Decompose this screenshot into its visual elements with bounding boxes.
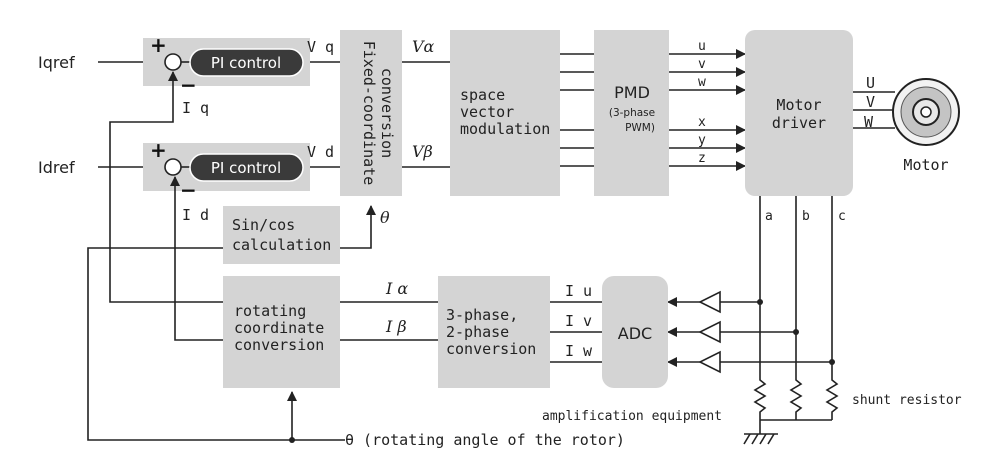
phase-conversion-block: [438, 276, 550, 388]
pwm-u: u: [698, 39, 706, 54]
current-iw: I w: [565, 342, 593, 360]
vq-label: V q: [307, 38, 334, 56]
minus-sign-d: −: [180, 178, 197, 202]
sincos-block: [223, 206, 340, 264]
feedback-iq-wire: [109, 71, 223, 303]
motor-phase-u: U: [866, 74, 875, 92]
fixed-coordinate-line2: conversion: [378, 68, 396, 158]
svm-line3: modulation: [460, 120, 550, 138]
current-iv: I v: [565, 312, 592, 330]
pmd-block: [594, 30, 669, 196]
amplifier-2: [698, 320, 721, 344]
pwm-y: y: [698, 133, 706, 148]
theta-label: θ: [380, 208, 390, 227]
rotating-line3: conversion: [234, 336, 324, 354]
pi-control-d-label: PI control: [211, 159, 281, 177]
current-iu: I u: [565, 282, 592, 300]
fixed-coordinate-line1: Fixed-coordinate: [360, 41, 378, 186]
pwm-z: z: [698, 151, 706, 166]
summing-junction-d: [164, 158, 182, 176]
driver-phase-c: c: [838, 209, 846, 224]
pwm-v: v: [698, 57, 706, 72]
feedback-id-wire: [170, 176, 223, 341]
pwm-w: w: [698, 75, 706, 90]
vd-label: V d: [307, 143, 334, 161]
svm-block: [450, 30, 560, 196]
amplifier-1: [698, 290, 721, 314]
shunt-label: shunt resistor: [852, 393, 962, 408]
rotating-line2: coordinate: [234, 319, 324, 337]
minus-sign-q: −: [180, 73, 197, 97]
pi-control-d: [189, 153, 304, 182]
motor-driver-line1: Motor: [776, 96, 821, 114]
pmd-line1: PMD: [614, 83, 650, 102]
amplification-label: amplification equipment: [542, 409, 722, 424]
ground-icon: [743, 433, 778, 445]
motor-phase-v: V: [866, 93, 875, 111]
pmd-line2: (3-phase: [609, 107, 655, 119]
motor-phase-w: W: [864, 113, 874, 131]
motor-label: Motor: [903, 156, 948, 174]
sincos-line1: Sin/cos: [232, 216, 295, 234]
svm-line1: space: [460, 86, 505, 104]
motor-icon: [892, 78, 960, 146]
amplifier-3: [698, 350, 721, 374]
phase-conv-line3: conversion: [446, 340, 536, 358]
summing-junction-q: [164, 53, 182, 71]
plus-sign-d: +: [150, 138, 167, 162]
adc-block: [602, 276, 668, 388]
theta-to-fixed-wire: [340, 205, 376, 249]
driver-phase-b: b: [802, 209, 810, 224]
vbeta-label: Vβ: [412, 142, 433, 161]
idref-label: Idref: [38, 158, 75, 177]
svm-line2: vector: [460, 103, 514, 121]
motor-driver-line2: driver: [772, 114, 826, 132]
ibeta-label: I β: [385, 317, 407, 336]
feedback-iq-label: I q: [182, 99, 209, 117]
rotating-line1: rotating: [234, 302, 306, 320]
plus-sign-q: +: [150, 33, 167, 57]
shunt-resistors: [753, 372, 839, 434]
motor-driver-block: [745, 30, 853, 196]
phase-conv-line1: 3-phase,: [446, 306, 518, 324]
phase-conv-line2: 2-phase: [446, 323, 509, 341]
valpha-label: Vα: [412, 37, 435, 56]
rotating-coordinate-block: [223, 276, 340, 388]
adc-label: ADC: [618, 324, 652, 343]
driver-phase-a: a: [765, 209, 773, 224]
rotor-angle-label: θ (rotating angle of the rotor): [345, 431, 625, 449]
pi-control-q-label: PI control: [211, 54, 281, 72]
ialpha-label: I α: [385, 279, 408, 298]
iqref-label: Iqref: [38, 53, 75, 72]
pwm-x: x: [698, 115, 706, 130]
pmd-line3: PWM): [625, 122, 655, 134]
fixed-coordinate-block: [340, 30, 402, 196]
rotor-angle-wire: [87, 247, 345, 441]
feedback-id-label: I d: [182, 206, 209, 224]
sincos-line2: calculation: [232, 236, 331, 254]
pi-control-q: [189, 48, 304, 77]
